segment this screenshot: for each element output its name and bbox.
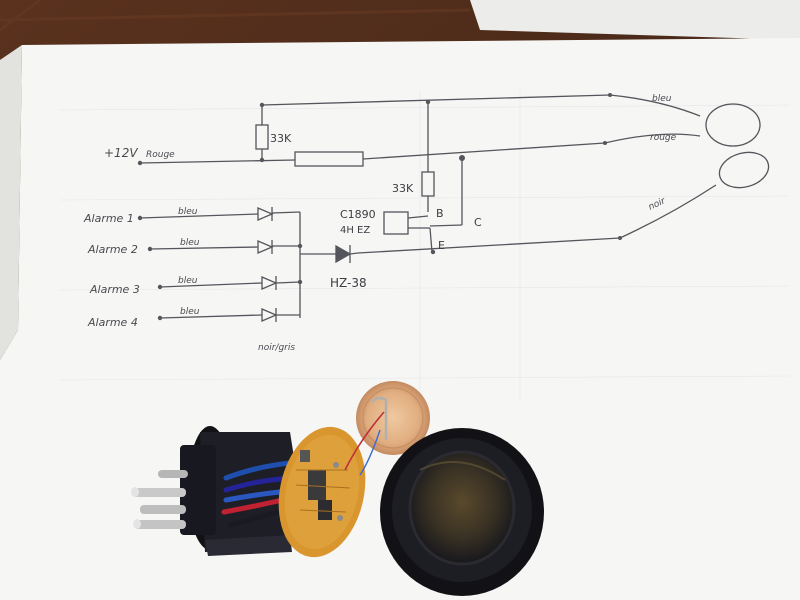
junction-dots [137, 93, 622, 321]
resistor-mid-label: 33K [392, 182, 414, 195]
din-connector [131, 426, 296, 556]
wire-top-label: bleu [652, 94, 672, 104]
zener-label: HZ-38 [330, 276, 367, 290]
connector-pin [132, 488, 186, 497]
back-paper-sheet [470, 0, 800, 40]
black-round-cap [380, 428, 544, 596]
pcb-component [308, 470, 326, 500]
ground-note: noir/gris [258, 343, 295, 353]
pin-b-label: B [436, 207, 444, 220]
piezo-disc [344, 381, 430, 476]
transistor-c1890 [383, 211, 409, 235]
alarm-2-label: Alarme 2 [87, 243, 138, 256]
connector-pin [140, 505, 186, 514]
alarm-1-wire: bleu [178, 207, 198, 217]
circuit-schematic [139, 94, 770, 322]
supply-wire-label: Rouge [146, 150, 175, 160]
pcb-component [300, 450, 310, 462]
alarm-1-label: Alarme 1 [83, 212, 134, 225]
pcb-component [318, 500, 332, 520]
pin-c-label: C [474, 216, 482, 229]
connector-pin [158, 470, 188, 478]
alarm-4-label: Alarme 4 [87, 316, 138, 329]
transistor-code: 4H EZ [340, 225, 370, 236]
connector-pin [134, 520, 186, 529]
alarm-3-wire: bleu [178, 276, 198, 286]
alarm-3-label: Alarme 3 [89, 283, 140, 296]
alarm-2-wire: bleu [180, 238, 200, 248]
alarm-4-wire: bleu [180, 307, 200, 317]
resistor-top-label: 33K [270, 132, 292, 145]
transistor-name: C1890 [340, 208, 376, 221]
supply-label: +12V [104, 146, 138, 160]
pin-e-label: E [438, 239, 445, 252]
pcb-board [278, 426, 366, 558]
wire-middle-label: rouge [650, 133, 677, 143]
